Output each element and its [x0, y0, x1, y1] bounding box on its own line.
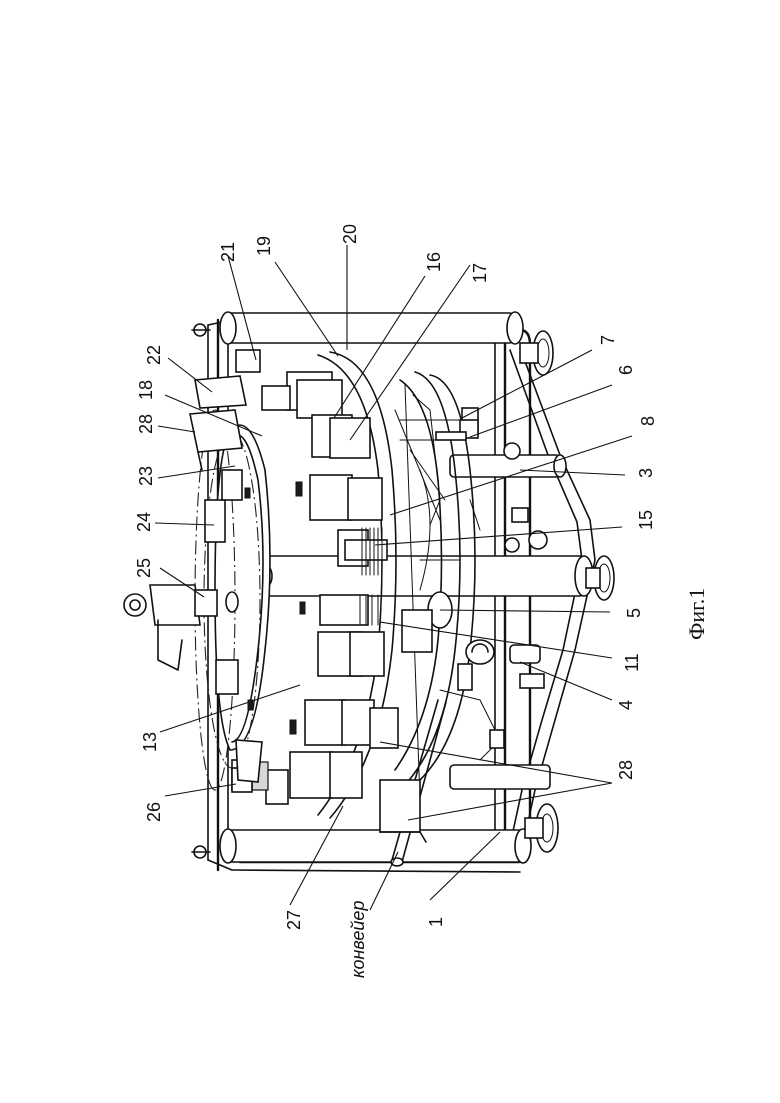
label-15: 15	[636, 510, 656, 530]
label-22: 22	[144, 345, 164, 365]
label-27: 27	[284, 910, 304, 930]
label-18: 18	[136, 380, 156, 400]
label-1: 1	[426, 917, 446, 927]
label-20: 20	[340, 224, 360, 244]
label-4: 4	[616, 700, 636, 710]
label-21: 21	[218, 242, 238, 262]
label-16: 16	[424, 252, 444, 272]
label-13: 13	[140, 732, 160, 752]
label-17: 17	[470, 263, 490, 283]
label-6: 6	[616, 365, 636, 375]
label-7: 7	[598, 335, 618, 345]
label-11: 11	[622, 653, 642, 672]
label-3: 3	[636, 468, 656, 478]
label-5: 5	[624, 608, 644, 618]
label-23: 23	[136, 466, 156, 486]
label-28-top: 28	[136, 414, 156, 434]
label-19: 19	[254, 236, 274, 256]
label-28-bottom: 28	[616, 760, 636, 780]
label-25: 25	[134, 558, 154, 578]
figure-caption: Фиг.1	[684, 588, 709, 640]
label-conveyor: конвейер	[348, 901, 368, 978]
label-24: 24	[134, 512, 154, 532]
label-26: 26	[144, 802, 164, 822]
label-8: 8	[638, 416, 658, 426]
